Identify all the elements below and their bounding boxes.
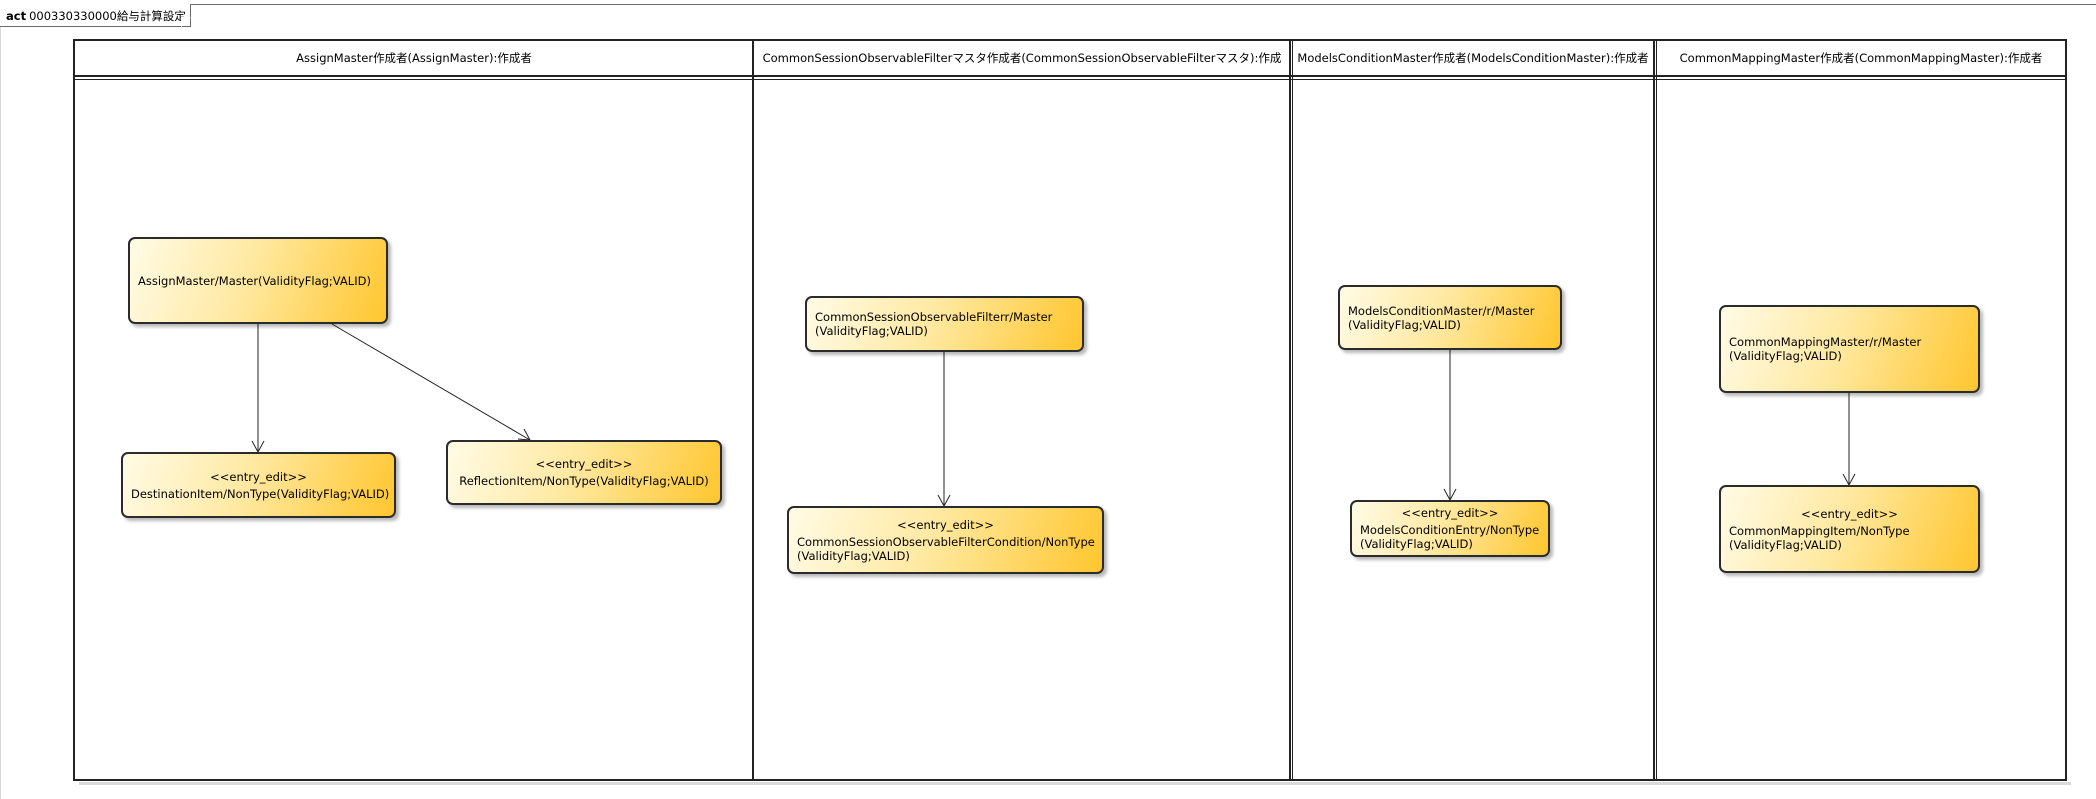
- node-label: CommonMappingItem/NonType (ValidityFlag;…: [1729, 523, 1910, 552]
- node-label: CommonSessionObservableFilterCondition/N…: [797, 534, 1095, 563]
- action-node-destination-item[interactable]: <<entry_edit>> DestinationItem/NonType(V…: [121, 452, 396, 518]
- lane-header-rule: [75, 75, 2065, 80]
- node-stereotype: <<entry_edit>>: [1401, 506, 1499, 520]
- swimlane-container: AssignMaster作成者(AssignMaster):作成者 Common…: [73, 39, 2071, 785]
- lane-header: CommonMappingMaster作成者(CommonMappingMast…: [1679, 51, 2043, 65]
- action-node-reflection-item[interactable]: <<entry_edit>> ReflectionItem/NonType(Va…: [446, 440, 722, 505]
- action-node-models-condition-entry[interactable]: <<entry_edit>> ModelsConditionEntry/NonT…: [1350, 500, 1550, 557]
- node-label: AssignMaster/Master(ValidityFlag;VALID): [138, 273, 371, 288]
- top-rule: [0, 4, 2096, 5]
- diagram-name: 000330330000給与計算設定: [29, 9, 186, 23]
- node-label: CommonSessionObservableFilterr/Master (V…: [815, 310, 1053, 338]
- lane-csof-master: CommonSessionObservableFilterマスタ作成者(Comm…: [754, 41, 1290, 779]
- lane-divider: [1653, 41, 1657, 779]
- node-label: ModelsConditionMaster/r/Master (Validity…: [1348, 303, 1535, 332]
- lane-header: CommonSessionObservableFilterマスタ作成者(Comm…: [762, 51, 1282, 65]
- lane-header: AssignMaster作成者(AssignMaster):作成者: [296, 51, 532, 65]
- node-stereotype: <<entry_edit>>: [535, 457, 633, 471]
- node-label: CommonMappingMaster/r/Master (ValidityFl…: [1729, 335, 1922, 363]
- action-node-csof-condition[interactable]: <<entry_edit>> CommonSessionObservableFi…: [787, 506, 1104, 574]
- node-stereotype: <<entry_edit>>: [1801, 506, 1898, 521]
- lane-divider: [1289, 41, 1293, 779]
- lane-common-mapping-master: CommonMappingMaster作成者(CommonMappingMast…: [1657, 41, 2065, 779]
- action-node-models-condition-master[interactable]: ModelsConditionMaster/r/Master (Validity…: [1338, 285, 1562, 350]
- left-rule: [0, 26, 1, 799]
- action-node-assign-master[interactable]: AssignMaster/Master(ValidityFlag;VALID): [128, 237, 388, 324]
- node-stereotype: <<entry_edit>>: [210, 469, 307, 484]
- action-node-common-mapping-master[interactable]: CommonMappingMaster/r/Master (ValidityFl…: [1719, 305, 1980, 393]
- diagram-keyword: act: [6, 9, 27, 23]
- lane-header: ModelsConditionMaster作成者(ModelsCondition…: [1297, 51, 1649, 65]
- action-node-csof-master[interactable]: CommonSessionObservableFilterr/Master (V…: [805, 296, 1084, 352]
- lane-models-condition-master: ModelsConditionMaster作成者(ModelsCondition…: [1293, 41, 1653, 779]
- action-node-common-mapping-item[interactable]: <<entry_edit>> CommonMappingItem/NonType…: [1719, 485, 1980, 573]
- node-label: DestinationItem/NonType(ValidityFlag;VAL…: [131, 486, 390, 501]
- node-label: ReflectionItem/NonType(ValidityFlag;VALI…: [459, 474, 709, 488]
- lane-assign-master: AssignMaster作成者(AssignMaster):作成者: [75, 41, 753, 779]
- node-stereotype: <<entry_edit>>: [897, 517, 994, 532]
- node-label: ModelsConditionEntry/NonType (ValidityFl…: [1360, 523, 1540, 551]
- lane-divider: [752, 41, 754, 779]
